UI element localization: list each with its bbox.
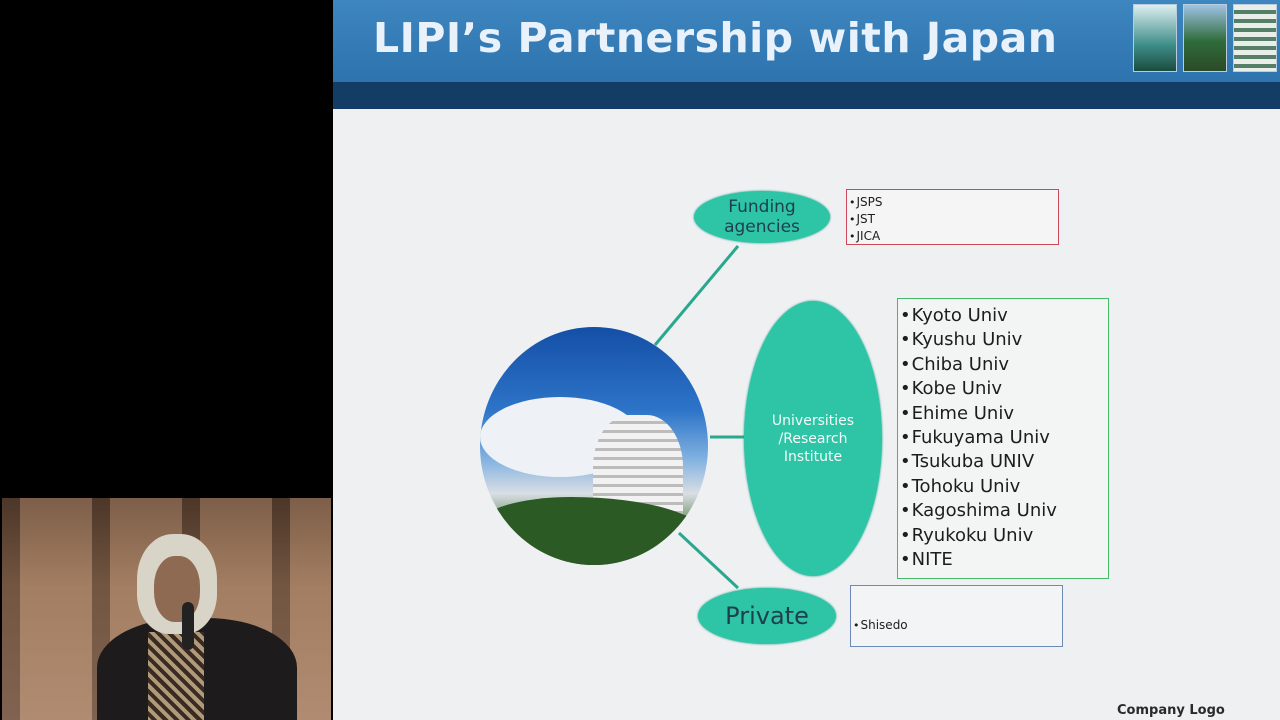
funding-list: JSPS JST JICA: [849, 194, 1058, 245]
private-box: Shisedo: [850, 585, 1063, 647]
list-item: JICA: [849, 228, 1058, 245]
list-item: Chiba Univ: [900, 353, 1108, 377]
header-thumbnails: [1133, 4, 1277, 72]
list-item: Kyoto Univ: [900, 304, 1108, 328]
slide-title: LIPI’s Partnership with Japan: [373, 14, 1058, 62]
title-bar: LIPI’s Partnership with Japan: [333, 0, 1280, 82]
list-item: Ryukoku Univ: [900, 524, 1108, 548]
header-thumbnail-3: [1233, 4, 1277, 72]
universities-ellipse: Universities /Research Institute: [744, 301, 882, 576]
private-ellipse: Private: [698, 588, 836, 644]
video-black-area: [0, 0, 333, 720]
list-item: JSPS: [849, 194, 1058, 211]
header-thumbnail-1: [1133, 4, 1177, 72]
campus-photo: [480, 327, 708, 565]
universities-label: Universities /Research Institute: [771, 412, 855, 465]
speaker-scarf: [148, 632, 204, 720]
funding-agencies-box: JSPS JST JICA: [846, 189, 1059, 245]
funding-agencies-label: Funding agencies: [724, 197, 800, 237]
microphone: [182, 602, 194, 650]
speaker-video: [2, 498, 331, 720]
funding-agencies-ellipse: Funding agencies: [694, 191, 830, 243]
list-item: Kobe Univ: [900, 377, 1108, 401]
list-item: NITE: [900, 548, 1108, 572]
private-label: Private: [725, 602, 809, 630]
list-item: Tohoku Univ: [900, 475, 1108, 499]
universities-box: Kyoto Univ Kyushu Univ Chiba Univ Kobe U…: [897, 298, 1109, 579]
list-item: Kagoshima Univ: [900, 499, 1108, 523]
list-item: Shisedo: [853, 617, 1062, 634]
list-item: Ehime Univ: [900, 402, 1108, 426]
title-underline-strip: [333, 82, 1280, 109]
connector-funding: [653, 245, 740, 346]
list-item: Tsukuba UNIV: [900, 450, 1108, 474]
company-logo: Company Logo: [1117, 703, 1225, 718]
list-item: Fukuyama Univ: [900, 426, 1108, 450]
universities-list: Kyoto Univ Kyushu Univ Chiba Univ Kobe U…: [900, 304, 1108, 572]
private-list: Shisedo: [853, 617, 1062, 634]
presentation-slide: LIPI’s Partnership with Japan Funding ag…: [333, 0, 1280, 720]
list-item: JST: [849, 211, 1058, 228]
header-thumbnail-2: [1183, 4, 1227, 72]
list-item: Kyushu Univ: [900, 328, 1108, 352]
